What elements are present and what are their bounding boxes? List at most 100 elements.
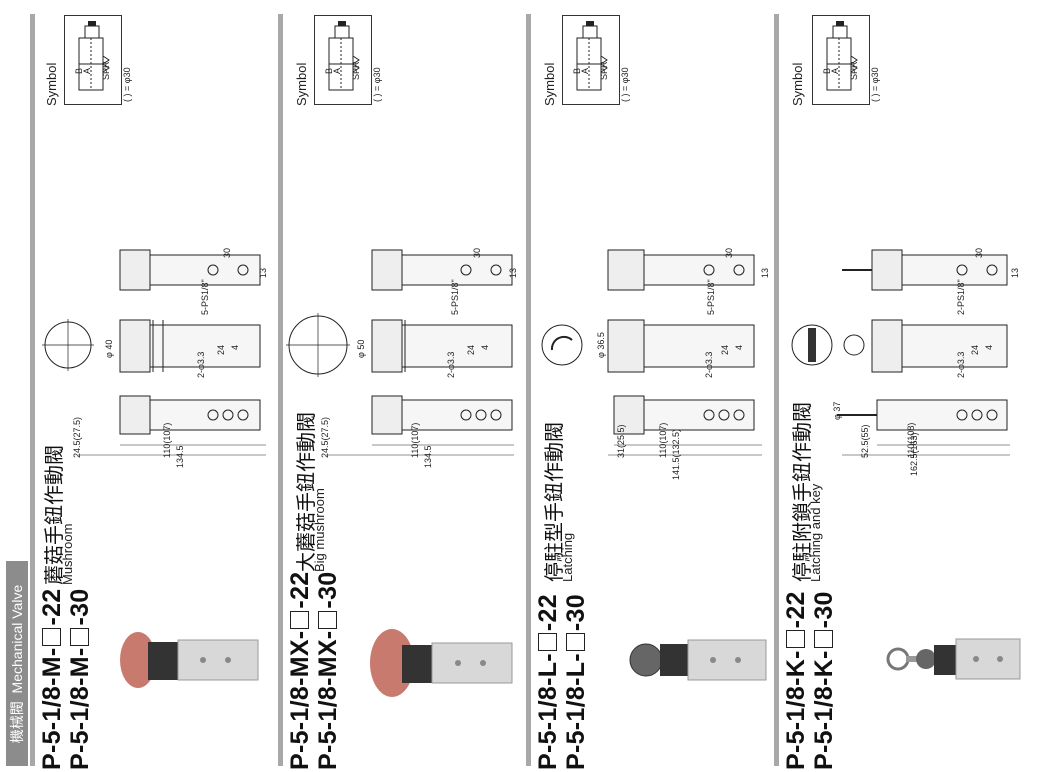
column-separator xyxy=(278,14,283,766)
option-box xyxy=(538,633,557,652)
model-22: P-5-1/8-L--22 xyxy=(534,594,562,770)
category-en: Mechanical Valve xyxy=(9,584,25,693)
dim-diameter: φ 37 xyxy=(832,401,842,420)
symbol-label: Symbol xyxy=(790,62,805,106)
dim-diameter: φ 36.5 xyxy=(596,332,606,358)
dim-overall: 134.5 xyxy=(175,445,185,468)
column-separator xyxy=(30,14,35,766)
dim-head: 24.5(27.5) xyxy=(72,416,82,458)
dim-13: 13 xyxy=(760,267,770,278)
model-22: P-5-1/8-MX--22 xyxy=(286,571,314,770)
valve-symbol-icon xyxy=(826,21,858,91)
dim-body: 110(107) xyxy=(658,422,668,458)
dim-head: 31(25.5) xyxy=(616,424,626,458)
port-a: A xyxy=(82,67,92,74)
dim-13: 13 xyxy=(258,267,268,278)
symbol-label: Symbol xyxy=(44,62,59,106)
dim-30: 30 xyxy=(974,247,984,258)
dim-4: 4 xyxy=(480,344,490,350)
column-separator xyxy=(526,14,531,766)
product-photo xyxy=(370,605,520,705)
model-22: P-5-1/8-M--22 xyxy=(38,588,66,770)
dim-24: 24 xyxy=(216,344,226,355)
model-30: P-5-1/8-L--30 xyxy=(562,594,590,770)
dim-diameter: φ 50 xyxy=(356,339,366,358)
product-photo-icon xyxy=(886,638,1021,680)
dim-30: 30 xyxy=(472,247,482,258)
model-30: P-5-1/8-K--30 xyxy=(810,591,838,770)
port-spr: SPR xyxy=(599,61,609,80)
valve-drawing-icon xyxy=(541,249,762,456)
dim-4: 4 xyxy=(230,344,240,350)
product-photo xyxy=(118,600,268,700)
port-a: A xyxy=(580,67,590,74)
symbol-label: Symbol xyxy=(294,62,309,106)
valve-symbol xyxy=(64,15,122,105)
product-photo-icon xyxy=(370,629,513,697)
dim-30: 30 xyxy=(222,247,232,258)
product-name-en: Mushroom xyxy=(60,523,75,585)
dim-hole: 2-φ3.3 xyxy=(196,351,206,378)
dim-30: 30 xyxy=(724,247,734,258)
port-spr: SPR xyxy=(351,61,361,80)
model-22: P-5-1/8-K--22 xyxy=(782,591,810,770)
dim-body: 110(108) xyxy=(906,422,916,458)
valve-symbol-icon xyxy=(576,21,608,91)
dim-hole: 2-φ3.3 xyxy=(956,351,966,378)
dim-24: 24 xyxy=(466,344,476,355)
model-30: P-5-1/8-M--30 xyxy=(66,588,94,770)
option-box xyxy=(566,633,585,652)
column-separator xyxy=(774,14,779,766)
valve-symbol xyxy=(562,15,620,105)
dim-body: 110(107) xyxy=(162,422,172,458)
option-box xyxy=(290,610,309,629)
dim-4: 4 xyxy=(734,344,744,350)
dim-13: 13 xyxy=(1010,267,1020,278)
product-name-en: Latching and key xyxy=(808,483,823,582)
product-photo-icon xyxy=(629,639,767,681)
valve-drawing-icon xyxy=(791,249,1010,456)
product-photo xyxy=(880,615,1025,700)
dim-13: 13 xyxy=(508,267,518,278)
port-spr: SPR xyxy=(849,61,859,80)
dim-24: 24 xyxy=(970,344,980,355)
port-a: A xyxy=(332,67,342,74)
dim-port: 5-PS1/8" xyxy=(706,279,716,315)
dim-diameter: φ 40 xyxy=(104,339,114,358)
valve-drawing-icon xyxy=(286,249,514,456)
option-box xyxy=(814,630,833,649)
symbol-note: ( ) = φ30 xyxy=(620,67,630,102)
dim-overall: 134.5 xyxy=(423,445,433,468)
dim-hole: 2-φ3.3 xyxy=(704,351,714,378)
dim-port: 5-PS1/8" xyxy=(200,279,210,315)
product-photo-icon xyxy=(120,632,259,688)
category-zh: 機械閥 xyxy=(9,700,25,743)
dim-hole: 2-φ3.3 xyxy=(446,351,456,378)
product-name-en: Latching xyxy=(560,532,575,582)
option-box xyxy=(318,610,337,629)
model-30: P-5-1/8-MX--30 xyxy=(314,571,342,770)
category-tab: 機械閥 Mechanical Valve xyxy=(6,561,28,766)
option-box xyxy=(786,630,805,649)
valve-symbol-icon xyxy=(78,21,110,91)
category-label: 機械閥 Mechanical Valve xyxy=(7,584,27,742)
dim-4: 4 xyxy=(984,344,994,350)
dim-head: 24.5(27.5) xyxy=(320,416,330,458)
dim-24: 24 xyxy=(720,344,730,355)
symbol-note: ( ) = φ30 xyxy=(122,67,132,102)
dim-overall: 141.5(132.5) xyxy=(671,428,681,480)
port-spr: SPR xyxy=(101,61,111,80)
symbol-label: Symbol xyxy=(542,62,557,106)
port-a: A xyxy=(830,67,840,74)
dim-port: 2-PS1/8" xyxy=(956,279,966,315)
option-box xyxy=(70,627,89,646)
product-name-en: Big mushroom xyxy=(312,488,327,572)
valve-drawing-icon xyxy=(42,249,266,456)
valve-symbol xyxy=(812,15,870,105)
symbol-note: ( ) = φ30 xyxy=(372,67,382,102)
symbol-note: ( ) = φ30 xyxy=(870,67,880,102)
valve-symbol xyxy=(314,15,372,105)
option-box xyxy=(42,627,61,646)
valve-symbol-icon xyxy=(328,21,360,91)
dim-body: 110(107) xyxy=(410,422,420,458)
